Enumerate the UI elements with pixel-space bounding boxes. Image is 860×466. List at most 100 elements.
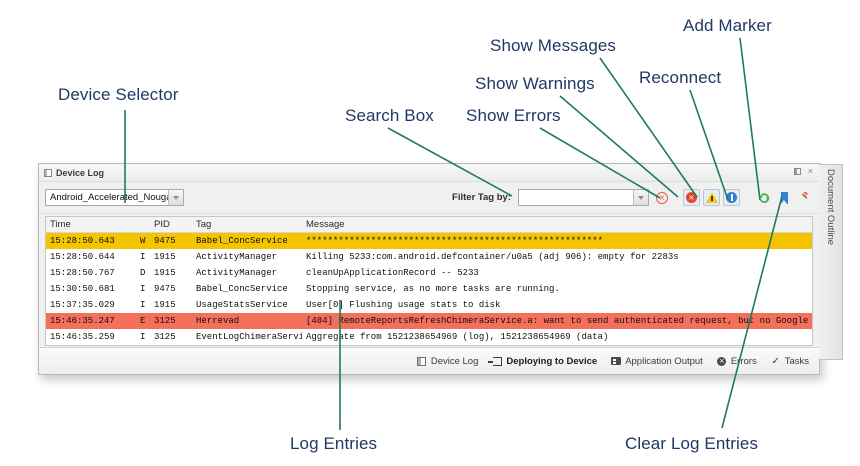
panel-title: Device Log — [56, 167, 105, 178]
log-cell-time: 15:46:35.259 — [50, 332, 115, 342]
device-log-icon — [44, 168, 52, 177]
panel-title-bar: Device Log × — [39, 164, 819, 182]
status-item-deploying-to-device[interactable]: Deploying to Device — [487, 355, 598, 367]
log-cell-level: I — [140, 332, 146, 342]
log-cell-tag: Herrevad — [196, 316, 240, 326]
clear-log-button[interactable] — [796, 189, 813, 206]
log-cell-pid: 1915 — [154, 300, 176, 310]
check-icon: ✓ — [771, 355, 780, 367]
log-cell-message: Killing 5233:com.android.defcontainer/u0… — [306, 252, 679, 262]
annotation-log-entries: Log Entries — [290, 434, 378, 453]
status-label-device-log: Device Log — [430, 355, 479, 367]
reconnect-button[interactable] — [756, 189, 773, 206]
status-item-device-log[interactable]: Device Log — [417, 355, 479, 367]
log-row[interactable]: 15:37:35.029 I 1915 UsageStatsService User[0… — [46, 297, 812, 313]
annotation-reconnect: Reconnect — [639, 68, 722, 87]
show-messages-button[interactable] — [723, 189, 740, 206]
log-cell-message: Aggregate from 1521238654969 (log), 1521… — [306, 332, 609, 342]
application-output-icon — [611, 357, 622, 365]
log-cell-level: W — [140, 236, 146, 246]
log-row[interactable]: 15:46:35.259I3125EventLogChimeraServiceA… — [46, 329, 812, 345]
clear-log-icon — [798, 191, 811, 204]
device-log-icon — [417, 356, 427, 366]
chevron-down-icon[interactable] — [168, 190, 183, 205]
status-label-errors: Errors — [730, 355, 757, 367]
annotation-add-marker: Add Marker — [683, 16, 772, 35]
reconnect-icon — [758, 191, 771, 204]
device-selector-value: Android_Accelerated_Nougat — [50, 192, 168, 203]
log-cell-time: 15:37:35.029 — [50, 300, 115, 310]
log-cell-time: 15:46:35.247 — [50, 316, 115, 326]
log-cell-pid: 1915 — [154, 252, 176, 262]
device-selector[interactable]: Android_Accelerated_Nougat — [45, 189, 184, 206]
status-bar: Device Log Deploying to Device Applicati… — [39, 347, 819, 374]
status-errors-glyph: × — [718, 357, 725, 365]
status-label-deploying: Deploying to Device — [506, 355, 598, 367]
annotation-device-selector: Device Selector — [58, 85, 179, 104]
minimize-icon[interactable] — [793, 168, 801, 175]
log-cell-tag: EventLogChimeraService — [196, 332, 302, 342]
tab-device-log[interactable]: Device Log — [44, 168, 104, 178]
clear-filter-glyph: × — [658, 192, 666, 202]
close-icon[interactable]: × — [807, 166, 813, 176]
log-cell-pid: 1915 — [154, 268, 176, 278]
log-cell-level: I — [140, 284, 146, 294]
search-box[interactable] — [518, 189, 649, 206]
status-item-errors[interactable]: × Errors — [717, 356, 757, 367]
log-cell-level: I — [140, 252, 146, 262]
show-errors-icon: × — [686, 192, 697, 203]
status-item-application-output[interactable]: Application Output — [611, 356, 703, 367]
log-cell-time: 15:28:50.644 — [50, 252, 115, 262]
log-cell-time: 15:30:50.681 — [50, 284, 115, 294]
document-outline-label: Document Outline — [825, 169, 836, 246]
column-header-message: Message — [306, 219, 345, 230]
log-cell-level: D — [140, 268, 146, 278]
log-cell-tag: Babel_ConcService — [196, 236, 288, 246]
search-chevron-down-icon[interactable] — [633, 190, 648, 205]
log-row[interactable]: 15:46:35.3W3125ConscryptCould not set so… — [46, 345, 812, 346]
log-row[interactable]: 15:28:50.643 W 9475 Babel_ConcService ******… — [46, 233, 812, 249]
log-cell-tag: Babel_ConcService — [196, 284, 288, 294]
column-header-time: Time — [50, 219, 71, 230]
log-cell-level: I — [140, 300, 146, 310]
annotation-search-box: Search Box — [345, 106, 434, 125]
status-item-tasks[interactable]: ✓ Tasks — [771, 355, 810, 367]
log-cell-message: Stopping service, as no more tasks are r… — [306, 284, 560, 294]
device-log-panel: Device Log × Android_Accelerated_Nougat … — [38, 163, 843, 375]
add-marker-button[interactable] — [776, 189, 793, 206]
show-warnings-icon — [705, 192, 718, 203]
clear-filter-icon[interactable]: × — [656, 191, 668, 204]
add-marker-icon — [781, 191, 788, 204]
log-cell-time: 15:28:50.767 — [50, 268, 115, 278]
log-cell-level: E — [140, 316, 146, 326]
log-row[interactable]: 15:30:50.681 I 9475 Babel_ConcService Stoppi… — [46, 281, 812, 297]
log-cell-pid: 9475 — [154, 284, 176, 294]
log-table-header: Time PID Tag Message — [46, 217, 812, 233]
status-label-app-output: Application Output — [625, 355, 703, 367]
annotation-clear-log: Clear Log Entries — [625, 434, 759, 453]
log-cell-time: 15:28:50.643 — [50, 236, 115, 246]
search-input[interactable] — [519, 190, 633, 205]
filter-tag-label: Filter Tag by: — [452, 192, 511, 203]
status-label-tasks: Tasks — [784, 355, 809, 367]
annotation-show-messages: Show Messages — [490, 36, 617, 55]
deploy-icon — [487, 356, 502, 366]
annotation-show-warnings: Show Warnings — [475, 74, 595, 93]
log-cell-message: User[0] Flushing usage stats to disk — [306, 300, 501, 310]
show-errors-button[interactable]: × — [683, 189, 700, 206]
log-cell-pid: 9475 — [154, 236, 176, 246]
errors-glyph: × — [688, 193, 695, 202]
log-cell-message: ****************************************… — [306, 236, 604, 246]
document-outline-dock[interactable]: Document Outline — [819, 164, 843, 360]
annotation-show-errors: Show Errors — [466, 106, 561, 125]
errors-icon: × — [717, 356, 727, 366]
show-warnings-button[interactable] — [703, 189, 720, 206]
log-cell-pid: 3125 — [154, 316, 176, 326]
log-cell-tag: ActivityManager — [196, 268, 278, 278]
log-cell-tag: UsageStatsService — [196, 300, 288, 310]
